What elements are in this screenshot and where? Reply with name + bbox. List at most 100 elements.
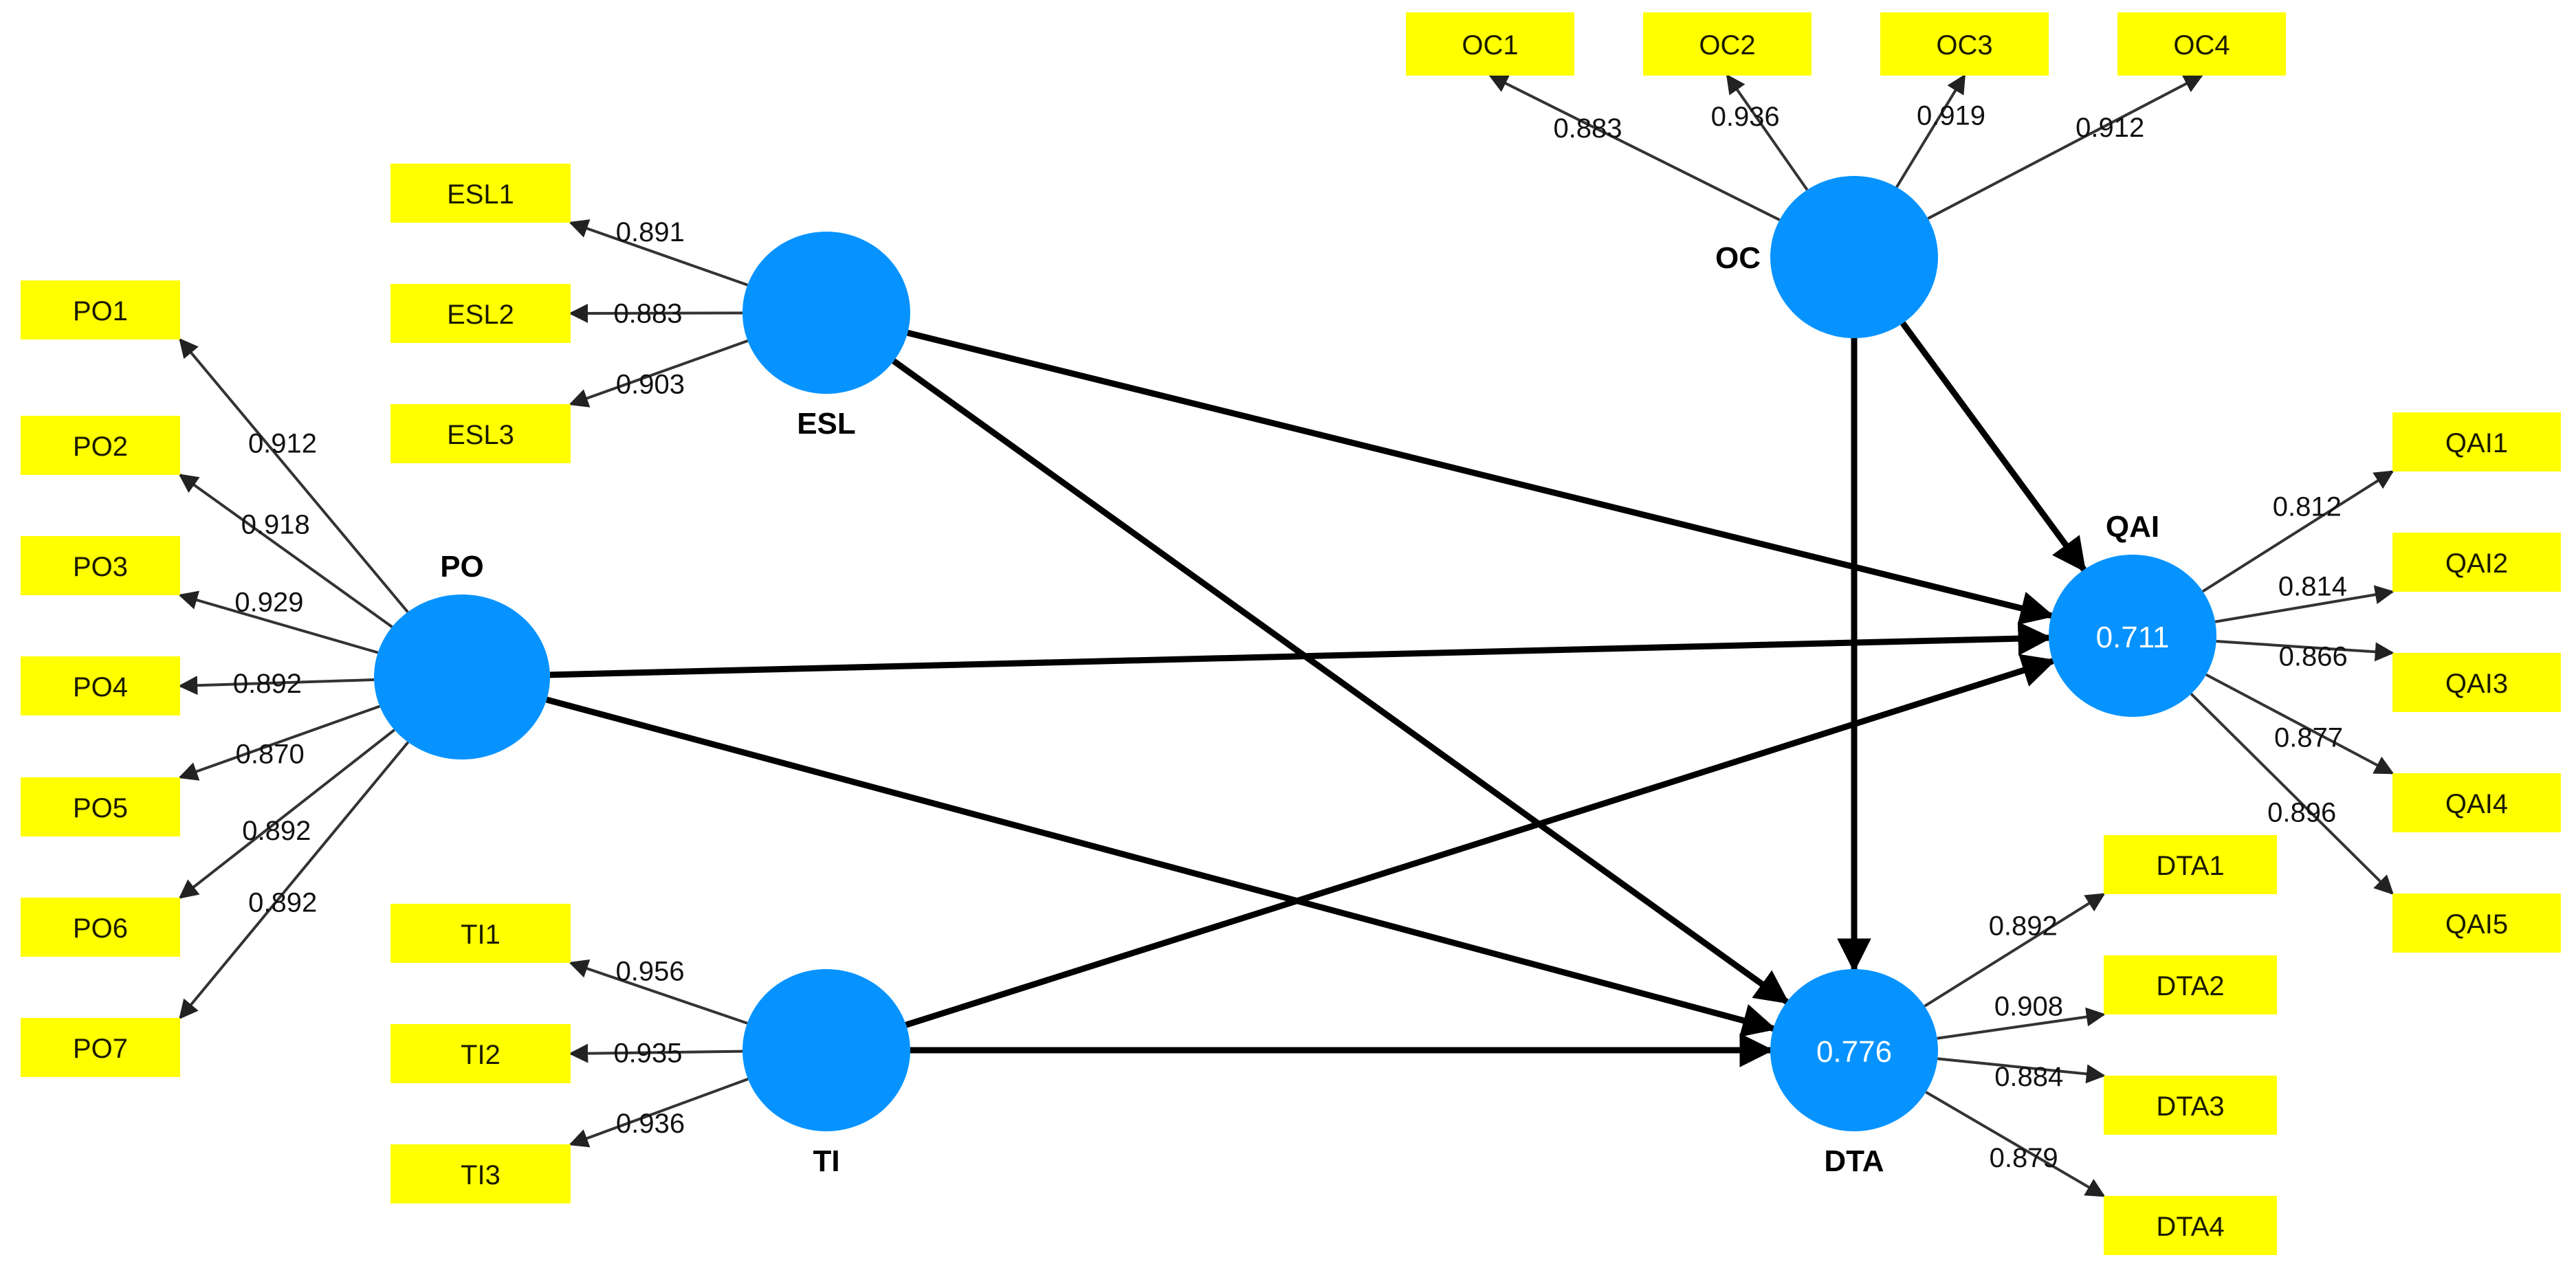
indicator-box-ESL1[interactable] bbox=[390, 164, 571, 223]
indicator-label-PO6: PO6 bbox=[73, 913, 128, 944]
indicator-box-QAI3[interactable] bbox=[2392, 653, 2561, 712]
loading-label-DTA3: 0.884 bbox=[1994, 1062, 2063, 1092]
construct-node-DTA[interactable] bbox=[1770, 969, 1938, 1131]
indicator-label-PO2: PO2 bbox=[73, 432, 128, 462]
indicator-box-TI2[interactable] bbox=[390, 1024, 571, 1083]
indicator-box-OC3[interactable] bbox=[1880, 12, 2049, 76]
loading-label-QAI3: 0.866 bbox=[2279, 641, 2348, 671]
measurement-arrow-ESL3 bbox=[569, 340, 749, 408]
loading-label-ESL2: 0.883 bbox=[613, 299, 682, 329]
indicator-box-PO4[interactable] bbox=[21, 656, 180, 715]
indicator-box-PO3[interactable] bbox=[21, 536, 180, 595]
indicator-box-TI3[interactable] bbox=[390, 1144, 571, 1203]
indicator-box-QAI2[interactable] bbox=[2392, 533, 2561, 592]
indicator-label-ESL3: ESL3 bbox=[447, 420, 514, 450]
loading-label-DTA2: 0.908 bbox=[1994, 992, 2063, 1022]
construct-node-QAI[interactable] bbox=[2049, 555, 2216, 717]
indicator-box-PO7[interactable] bbox=[21, 1018, 180, 1077]
construct-node-ESL[interactable] bbox=[742, 232, 910, 394]
measurement-arrow-DTA3 bbox=[1937, 1057, 2106, 1084]
indicator-box-TI1[interactable] bbox=[390, 904, 571, 963]
loading-label-PO7: 0.892 bbox=[248, 887, 317, 918]
structural-path-OC-to-QAI bbox=[1900, 321, 2087, 573]
indicator-box-PO6[interactable] bbox=[21, 898, 180, 957]
measurement-arrow-OC3 bbox=[1895, 74, 1966, 188]
loading-label-ESL1: 0.891 bbox=[616, 217, 685, 247]
indicator-label-ESL2: ESL2 bbox=[447, 300, 514, 330]
construct-node-PO[interactable] bbox=[374, 595, 550, 759]
indicator-box-DTA2[interactable] bbox=[2104, 955, 2277, 1014]
measurement-arrow-QAI2 bbox=[2214, 585, 2395, 623]
indicator-label-ESL1: ESL1 bbox=[447, 179, 514, 210]
loading-label-PO1: 0.912 bbox=[248, 428, 317, 458]
construct-label-OC: OC bbox=[1715, 241, 1761, 275]
measurement-arrow-QAI5 bbox=[2190, 693, 2394, 895]
measurement-arrow-OC4 bbox=[1927, 74, 2203, 220]
measurement-arrow-ESL1 bbox=[569, 219, 749, 287]
indicator-box-OC2[interactable] bbox=[1643, 12, 1812, 76]
indicator-label-TI1: TI1 bbox=[461, 920, 500, 950]
indicator-box-ESL3[interactable] bbox=[390, 404, 571, 463]
measurement-arrow-PO6 bbox=[178, 729, 395, 899]
indicator-label-DTA1: DTA1 bbox=[2156, 851, 2224, 881]
indicator-label-OC2: OC2 bbox=[1699, 30, 1755, 60]
measurement-arrow-DTA1 bbox=[1924, 893, 2106, 1008]
indicator-box-PO5[interactable] bbox=[21, 777, 180, 836]
loading-label-TI1: 0.956 bbox=[616, 956, 685, 986]
loading-label-OC1: 0.883 bbox=[1553, 113, 1622, 144]
structural-path-ESL-to-QAI bbox=[907, 329, 2055, 625]
indicator-label-PO1: PO1 bbox=[73, 296, 128, 326]
measurement-arrow-TI3 bbox=[569, 1078, 749, 1148]
indicator-box-DTA1[interactable] bbox=[2104, 835, 2277, 894]
indicator-label-TI2: TI2 bbox=[461, 1040, 500, 1070]
measurement-arrow-PO2 bbox=[178, 474, 393, 628]
loading-labels-group: 0.9120.9180.9290.8920.8700.8920.8920.891… bbox=[233, 101, 2348, 1173]
measurement-arrow-PO4 bbox=[178, 676, 375, 696]
loading-label-PO6: 0.892 bbox=[242, 816, 311, 846]
indicator-label-DTA3: DTA3 bbox=[2156, 1091, 2224, 1122]
construct-node-TI[interactable] bbox=[742, 969, 910, 1131]
indicator-box-QAI5[interactable] bbox=[2392, 893, 2561, 953]
indicator-label-QAI3: QAI3 bbox=[2445, 669, 2508, 699]
structural-model-lines bbox=[545, 321, 2087, 1067]
measurement-arrow-TI1 bbox=[569, 959, 748, 1025]
loading-label-DTA4: 0.879 bbox=[1990, 1143, 2058, 1173]
indicator-box-DTA3[interactable] bbox=[2104, 1076, 2277, 1135]
indicator-box-PO1[interactable] bbox=[21, 280, 180, 340]
structural-path-TI-to-QAI bbox=[905, 654, 2056, 1028]
construct-label-ESL: ESL bbox=[797, 407, 856, 441]
construct-node-OC[interactable] bbox=[1770, 176, 1938, 338]
loading-label-OC2: 0.936 bbox=[1711, 102, 1780, 132]
construct-label-DTA: DTA bbox=[1824, 1144, 1884, 1178]
measurement-arrow-DTA4 bbox=[1925, 1091, 2106, 1197]
measurement-model-lines bbox=[178, 74, 2395, 1197]
indicator-box-QAI1[interactable] bbox=[2392, 412, 2561, 471]
indicator-label-DTA4: DTA4 bbox=[2156, 1212, 2224, 1242]
indicator-box-DTA4[interactable] bbox=[2104, 1196, 2277, 1255]
loading-label-ESL3: 0.903 bbox=[616, 370, 685, 400]
measurement-arrow-TI2 bbox=[569, 1043, 743, 1063]
loading-label-PO2: 0.918 bbox=[241, 509, 310, 540]
indicator-box-PO2[interactable] bbox=[21, 416, 180, 475]
indicator-box-OC4[interactable] bbox=[2117, 12, 2286, 76]
indicator-label-PO5: PO5 bbox=[73, 793, 128, 823]
indicator-label-OC3: OC3 bbox=[1936, 30, 1992, 60]
indicator-box-ESL2[interactable] bbox=[390, 284, 571, 343]
indicator-box-QAI4[interactable] bbox=[2392, 773, 2561, 832]
loading-label-QAI1: 0.812 bbox=[2273, 491, 2342, 522]
loading-label-OC4: 0.912 bbox=[2076, 113, 2144, 143]
r-squared-value-DTA: 0.776 bbox=[1816, 1035, 1892, 1069]
indicator-label-QAI4: QAI4 bbox=[2445, 789, 2508, 819]
measurement-arrow-QAI4 bbox=[2205, 673, 2395, 775]
loading-label-PO3: 0.929 bbox=[234, 588, 303, 618]
measurement-arrow-QAI3 bbox=[2216, 640, 2395, 662]
loading-label-PO5: 0.870 bbox=[236, 739, 305, 769]
indicator-label-TI3: TI3 bbox=[461, 1160, 500, 1190]
indicator-box-OC1[interactable] bbox=[1406, 12, 1574, 76]
construct-label-QAI: QAI bbox=[2106, 510, 2159, 544]
measurement-arrow-OC2 bbox=[1726, 74, 1809, 191]
loading-label-QAI4: 0.877 bbox=[2274, 722, 2343, 753]
